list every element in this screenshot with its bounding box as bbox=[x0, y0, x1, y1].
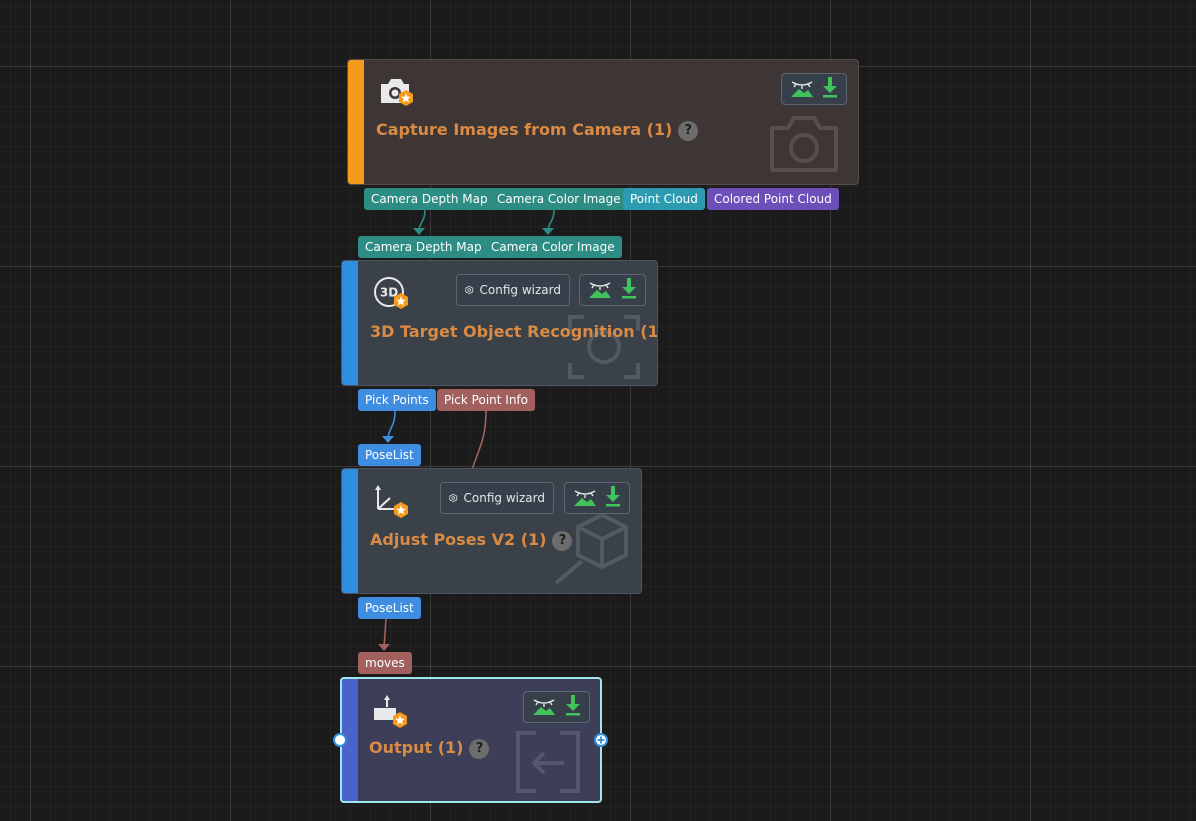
visualize-icon[interactable] bbox=[789, 75, 815, 103]
download-icon[interactable] bbox=[620, 276, 638, 304]
config-wizard-label: Config wizard bbox=[464, 491, 545, 505]
node-title: Adjust Poses V2 (1)? bbox=[370, 530, 572, 551]
visualize-icon[interactable] bbox=[587, 276, 613, 304]
visualize-download-group bbox=[579, 274, 646, 306]
input-port-camera-color-image[interactable]: Camera Color Image bbox=[484, 236, 622, 258]
3d-recognition-icon: 3D bbox=[372, 275, 412, 315]
help-icon[interactable]: ? bbox=[552, 531, 572, 551]
visualize-download-group bbox=[564, 482, 630, 514]
node-title-text: Capture Images from Camera (1) bbox=[376, 120, 672, 139]
help-icon[interactable]: ? bbox=[678, 121, 698, 141]
output-icon bbox=[371, 694, 411, 734]
output-port-colored-point-cloud[interactable]: Colored Point Cloud bbox=[707, 188, 839, 210]
visualize-icon[interactable] bbox=[531, 693, 557, 721]
camera-watermark-icon bbox=[768, 112, 840, 178]
node-title: Output (1)? bbox=[369, 738, 489, 759]
target-recognition-node[interactable]: 3D 3D Target Object Recognition (1)? Con… bbox=[341, 260, 658, 386]
output-port-point-cloud[interactable]: Point Cloud bbox=[623, 188, 705, 210]
output-port-pick-point-info[interactable]: Pick Point Info bbox=[437, 389, 535, 411]
node-stripe bbox=[342, 261, 358, 385]
help-icon[interactable]: ? bbox=[469, 739, 489, 759]
settings-hexagon-icon bbox=[449, 490, 458, 506]
output-port-pick-points[interactable]: Pick Points bbox=[358, 389, 436, 411]
config-wizard-button[interactable]: Config wizard bbox=[456, 274, 570, 306]
output-watermark-icon bbox=[514, 729, 582, 799]
download-icon[interactable] bbox=[604, 484, 622, 512]
add-port-handle-right[interactable] bbox=[594, 733, 608, 747]
node-title-text: Output (1) bbox=[369, 738, 463, 757]
input-port-moves[interactable]: moves bbox=[358, 652, 412, 674]
input-port-poselist[interactable]: PoseList bbox=[358, 444, 421, 466]
adjust-poses-node[interactable]: Adjust Poses V2 (1)? Config wizard bbox=[341, 468, 642, 594]
download-icon[interactable] bbox=[821, 75, 839, 103]
node-title: Capture Images from Camera (1)? bbox=[376, 120, 698, 141]
axes-icon bbox=[372, 483, 412, 523]
config-wizard-label: Config wizard bbox=[480, 283, 561, 297]
cube-axes-watermark-icon bbox=[552, 509, 632, 593]
input-port-camera-depth-map[interactable]: Camera Depth Map bbox=[358, 236, 489, 258]
settings-hexagon-icon bbox=[465, 282, 474, 298]
visualize-download-group bbox=[781, 73, 847, 105]
plus-icon bbox=[596, 735, 606, 745]
node-title: 3D Target Object Recognition (1)? bbox=[370, 322, 658, 343]
visualize-icon[interactable] bbox=[572, 484, 598, 512]
resize-handle-left[interactable] bbox=[333, 733, 347, 747]
output-node[interactable]: Output (1)? bbox=[340, 677, 602, 803]
node-title-text: Adjust Poses V2 (1) bbox=[370, 530, 546, 549]
node-stripe bbox=[348, 60, 364, 184]
output-port-camera-color-image[interactable]: Camera Color Image bbox=[490, 188, 628, 210]
camera-icon bbox=[378, 74, 418, 114]
node-stripe bbox=[342, 469, 358, 593]
output-port-poselist[interactable]: PoseList bbox=[358, 597, 421, 619]
download-icon[interactable] bbox=[564, 693, 582, 721]
output-port-camera-depth-map[interactable]: Camera Depth Map bbox=[364, 188, 495, 210]
config-wizard-button[interactable]: Config wizard bbox=[440, 482, 554, 514]
visualize-download-group bbox=[523, 691, 590, 723]
capture-images-node[interactable]: Capture Images from Camera (1)? bbox=[347, 59, 859, 185]
node-title-text: 3D Target Object Recognition (1) bbox=[370, 322, 658, 341]
